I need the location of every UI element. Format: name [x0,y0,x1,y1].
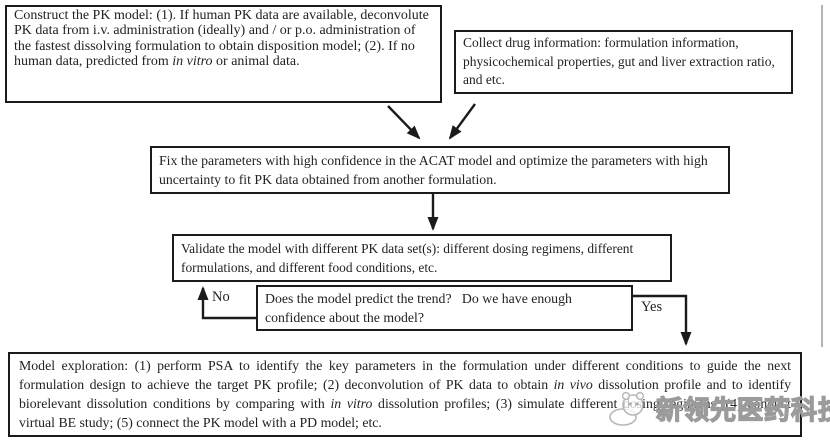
box-decision-question: Does the model predict the trend? Do we … [256,285,633,331]
box-text: dissolution profile and to identify bior… [19,377,791,411]
box-text-italic: in vivo [553,377,593,392]
box-collect-drug-info: Collect drug information: formulation in… [454,30,793,95]
box-text: dissolution profiles; (3) simulate diffe… [19,396,791,430]
box-text: Fix the parameters with high confidence … [159,153,708,187]
yes-branch-label: Yes [641,299,663,315]
box-text-italic: in vitro [172,54,213,70]
box-construct-pk-model: Construct the PK model: (1). If human PK… [5,5,442,103]
box-model-exploration: Model exploration: (1) perform PSA to id… [8,352,802,437]
box-text: or animal data. [212,54,300,70]
box-text: Model exploration: (1) perform PSA to id… [19,358,791,392]
arrow-collect-to-fix [448,103,476,140]
box-text: Does the model predict the trend? Do we … [265,291,572,325]
no-branch-label: No [212,289,230,305]
box-text: Validate the model with different PK dat… [181,241,634,275]
box-text-italic: in vitro [330,396,373,411]
box-text: Construct the PK model: (1). If human PK… [14,8,429,70]
box-fix-parameters: Fix the parameters with high confidence … [150,146,730,194]
box-text: Collect drug information: formulation in… [463,35,775,88]
box-validate-model: Validate the model with different PK dat… [172,234,672,282]
arrow-construct-to-fix [387,105,421,140]
